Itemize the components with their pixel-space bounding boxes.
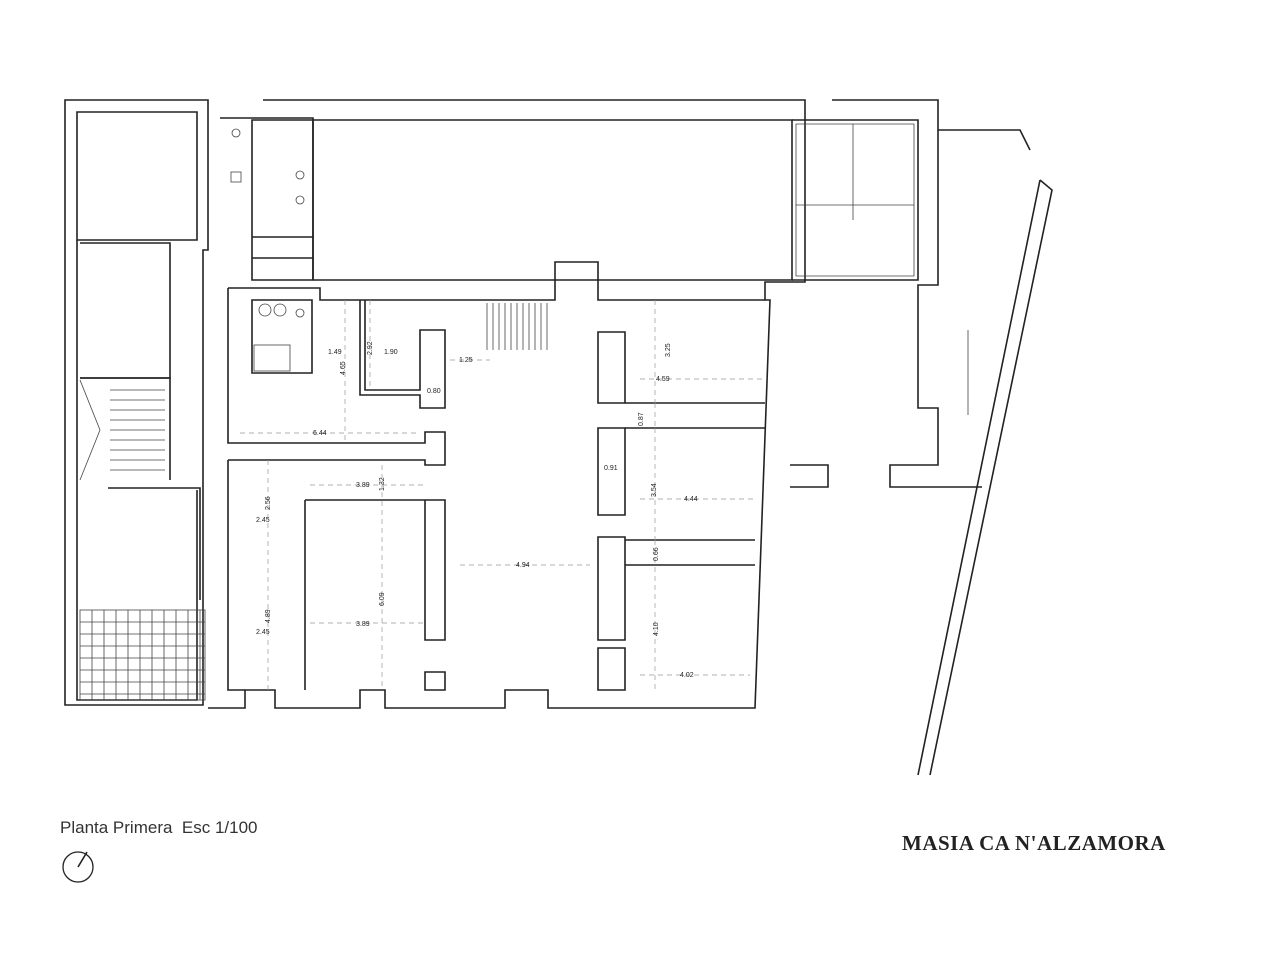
dimension-labels: 1.49 2.92 1.90 1.25 0.80 4.65 6.44 3.25 … [256, 341, 698, 679]
north-arrow-icon [62, 851, 94, 883]
dim-label: 2.92 [367, 341, 374, 355]
dim-label: 0.80 [427, 388, 441, 395]
dim-label: 6.09 [379, 592, 386, 606]
dim-label: 2.56 [265, 496, 272, 510]
dim-label: 2.45 [256, 517, 270, 524]
dim-label: 4.94 [516, 562, 530, 569]
tiled-terrace [79, 609, 206, 701]
dim-label: 1.32 [379, 477, 386, 491]
dim-label: 3.54 [651, 483, 658, 497]
dim-label: 1.90 [384, 349, 398, 356]
walls [64, 99, 1053, 776]
dim-label: 3.25 [665, 343, 672, 357]
dim-label: 4.89 [265, 609, 272, 623]
plan-title: Planta Primera Esc 1/100 [60, 818, 258, 837]
dim-label: 0.87 [638, 412, 645, 426]
dim-label: 6.44 [313, 430, 327, 437]
dimension-lines [240, 300, 765, 690]
dim-label: 0.91 [604, 465, 618, 472]
dim-label: 3.89 [356, 621, 370, 628]
dim-label: 4.10 [653, 622, 660, 636]
dim-label: 4.44 [684, 496, 698, 503]
central-stairs [486, 303, 548, 350]
dim-label: 1.25 [459, 357, 473, 364]
dim-label: 3.89 [356, 482, 370, 489]
dim-label: 1.49 [328, 349, 342, 356]
dim-label: 4.65 [340, 361, 347, 375]
dim-label: 4.59 [656, 376, 670, 383]
dim-label: 0.66 [653, 547, 660, 561]
project-name: MASIA CA N'ALZAMORA [902, 831, 1166, 855]
dim-label: 4.02 [680, 672, 694, 679]
dim-label: 2.45 [256, 629, 270, 636]
